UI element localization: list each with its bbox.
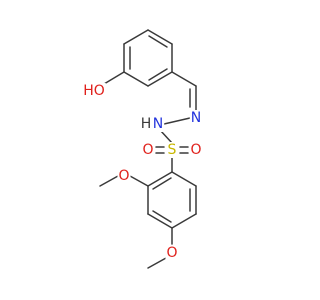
atom-labels: HO N H N S O O O O — [82, 83, 203, 261]
bond-o-ch3-ortho — [99, 175, 119, 187]
bond-ring2-6 — [147, 171, 173, 187]
bond-n-n — [163, 117, 191, 125]
bond-ring-ch — [171, 71, 197, 87]
bonds — [99, 29, 197, 269]
bond-ring1-6 — [123, 29, 149, 45]
bond-ring2-3 — [171, 213, 197, 229]
bond-o-ch3-para — [147, 257, 167, 269]
bond-c-oh — [103, 71, 125, 85]
bond-ring-o-ortho — [129, 175, 149, 187]
label-background — [189, 142, 203, 158]
bond-ring1-inner-a — [148, 35, 168, 48]
bond-ring1-4 — [123, 71, 149, 87]
bond-ring2-inner-b — [152, 210, 172, 223]
label-background — [141, 142, 155, 158]
label-background — [117, 168, 131, 184]
bond-ring2-1 — [171, 171, 197, 187]
sulfonyl-oxygen-right-label: O — [190, 142, 201, 158]
bond-ring1-3 — [147, 71, 173, 87]
bond-ring1-inner-b — [148, 68, 168, 81]
para-methoxy-oxygen-label: O — [166, 245, 177, 261]
label-background — [151, 116, 165, 132]
bond-n-s — [159, 129, 173, 144]
label-background — [139, 116, 153, 132]
ortho-methoxy-oxygen-label: O — [118, 168, 129, 184]
label-background — [166, 142, 178, 158]
amide-nitrogen-label: N — [153, 116, 163, 132]
imine-nitrogen-label: N — [191, 110, 201, 126]
sulfonyl-oxygen-left-label: O — [142, 142, 153, 158]
amide-hydrogen-label: H — [141, 116, 152, 132]
bond-ring1-1 — [147, 29, 173, 45]
label-background — [82, 83, 106, 99]
bond-ring2-inner-c — [152, 177, 172, 190]
chemical-structure: HO N H N S O O O O — [82, 29, 203, 269]
sulfur-label: S — [168, 142, 177, 158]
bond-ring2-4 — [147, 213, 173, 229]
hydroxyl-label: HO — [83, 83, 105, 99]
label-background — [189, 110, 203, 126]
label-background — [165, 245, 179, 261]
